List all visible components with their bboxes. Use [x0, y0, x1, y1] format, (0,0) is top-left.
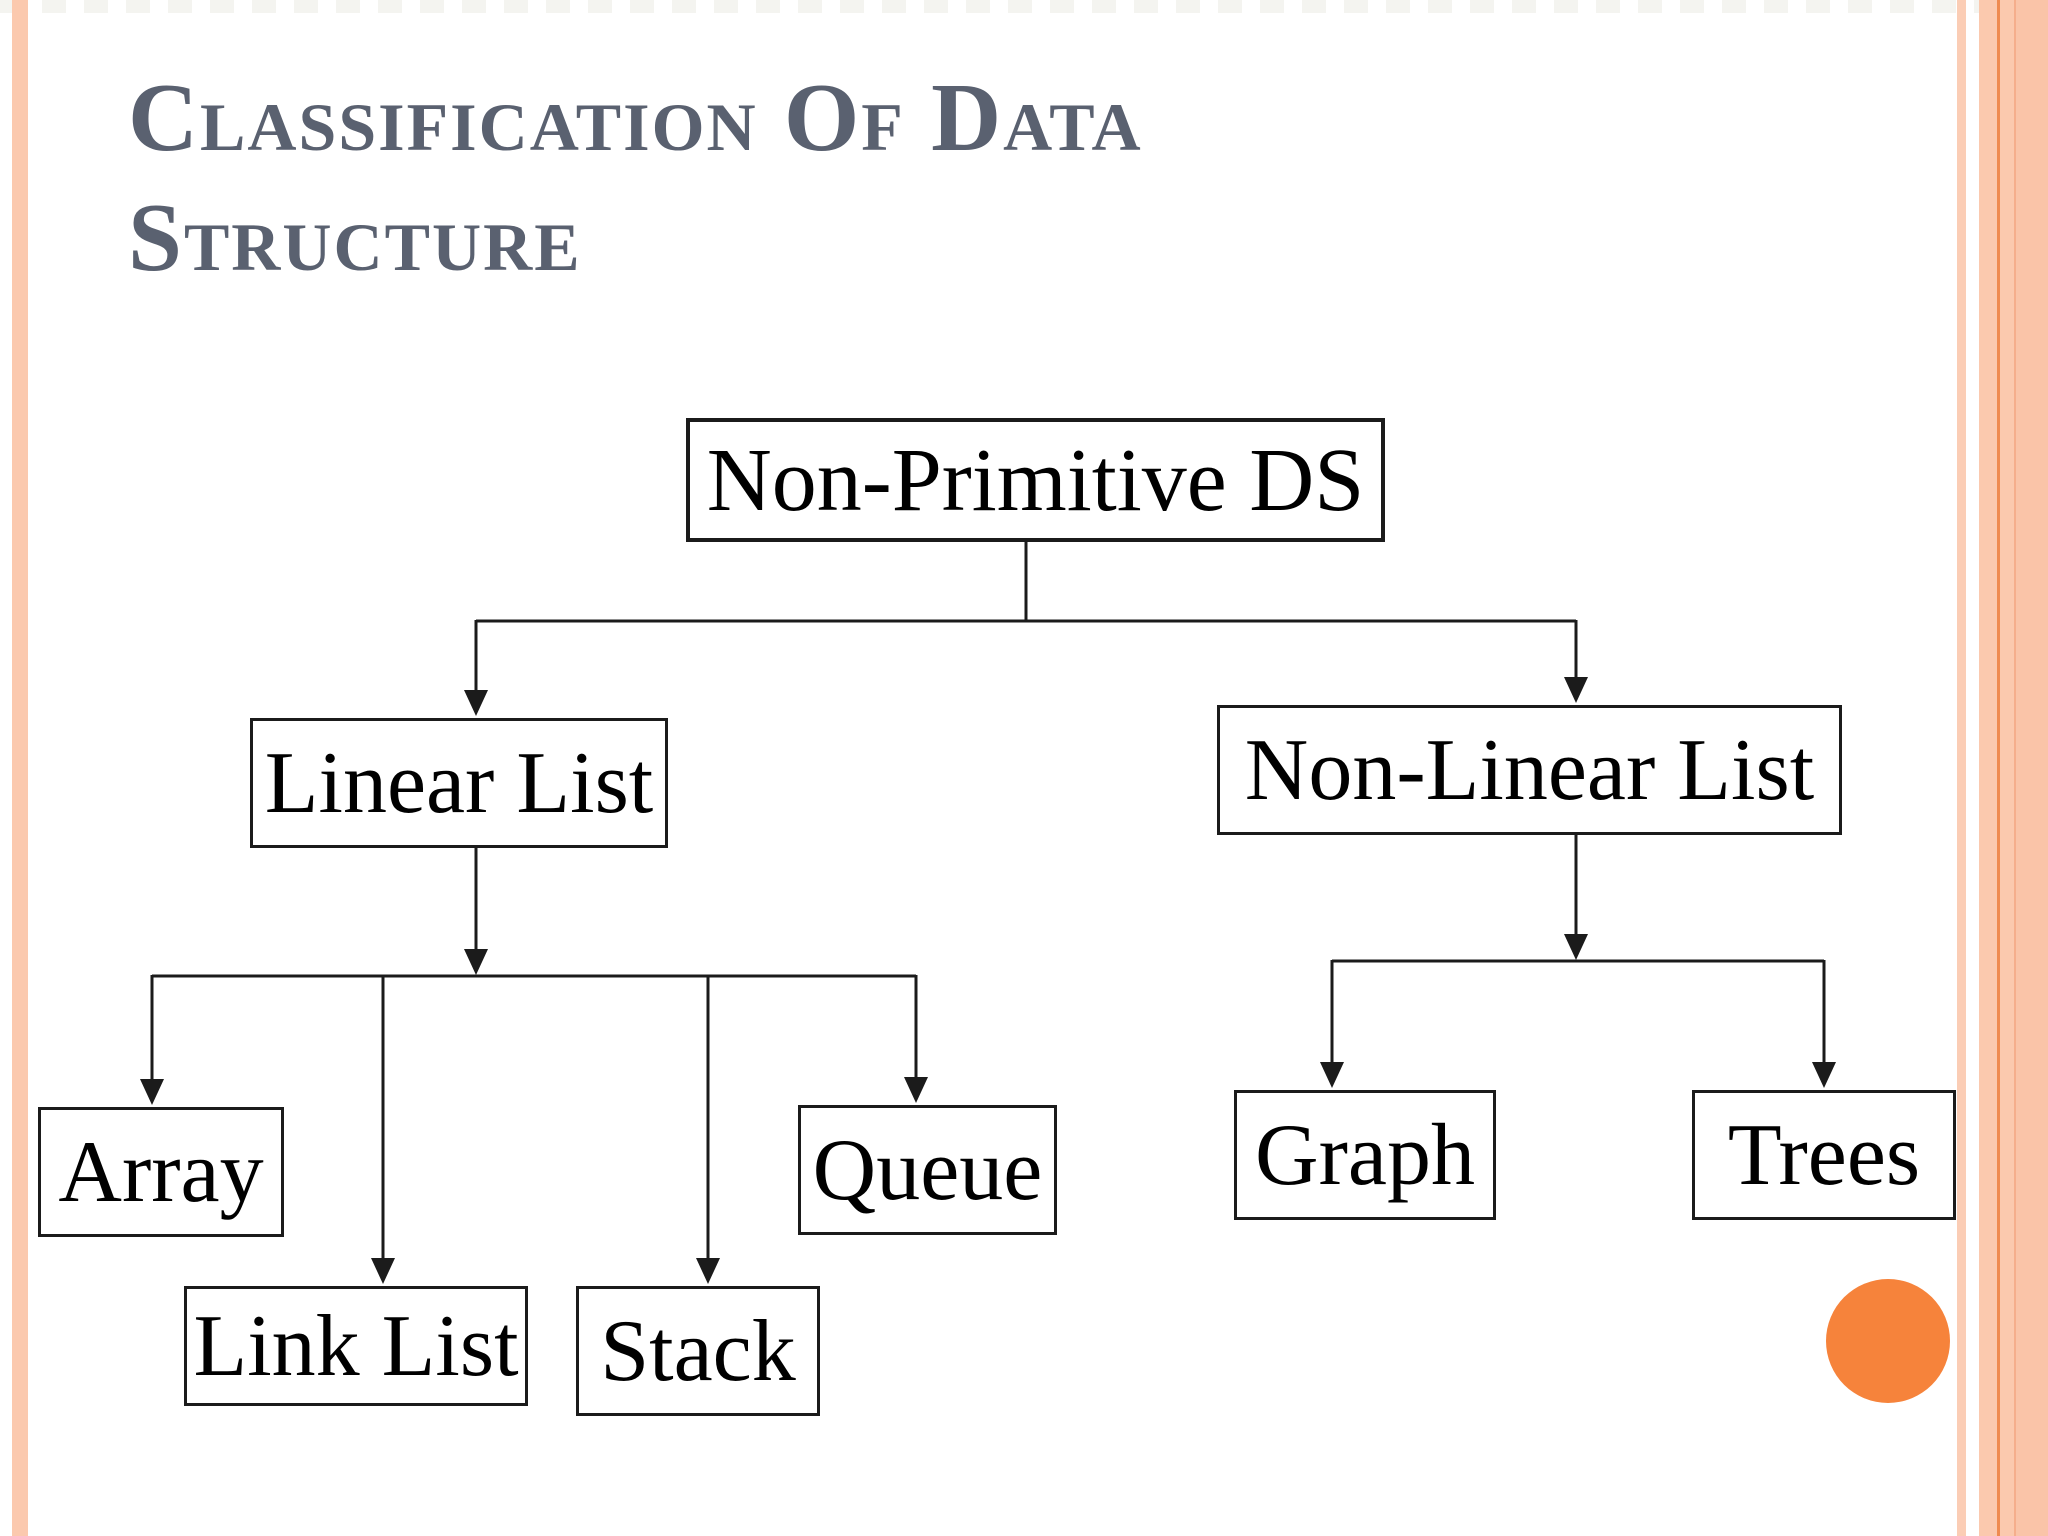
orange-accent-circle [1826, 1279, 1950, 1403]
arrowhead [464, 690, 488, 716]
node-trees: Trees [1692, 1090, 1956, 1220]
right-border-stripe-2 [1979, 0, 1997, 1536]
arrowhead [464, 949, 488, 975]
node-graph: Graph [1234, 1090, 1496, 1220]
arrowhead [1564, 677, 1588, 703]
arrowhead [1564, 934, 1588, 960]
node-non-primitive-ds: Non-Primitive DS [686, 418, 1385, 542]
left-border-stripe [12, 0, 28, 1536]
arrowhead [1320, 1062, 1344, 1088]
node-non-linear-list: Non-Linear List [1217, 705, 1842, 835]
top-dashed-border [0, 0, 2048, 13]
arrowhead [371, 1258, 395, 1284]
node-stack: Stack [576, 1286, 820, 1416]
node-array: Array [38, 1107, 284, 1237]
node-link-list: Link List [184, 1286, 528, 1406]
arrowhead [904, 1077, 928, 1103]
slide-title-line-2: Structure [128, 184, 582, 291]
right-border-accent-line-2 [2014, 0, 2016, 1536]
arrowhead [1812, 1062, 1836, 1088]
arrowhead [696, 1258, 720, 1284]
slide-title: Classification Of Data Structure [128, 58, 1828, 298]
right-border-stripe-4 [2016, 0, 2048, 1536]
node-queue: Queue [798, 1105, 1057, 1235]
right-border-accent-line [1997, 0, 2000, 1536]
arrowhead [140, 1079, 164, 1105]
right-border-stripe-1 [1957, 0, 1966, 1536]
right-border-stripe-3 [2000, 0, 2014, 1536]
node-linear-list: Linear List [250, 718, 668, 848]
slide-title-line-1: Classification Of Data [128, 64, 1143, 171]
